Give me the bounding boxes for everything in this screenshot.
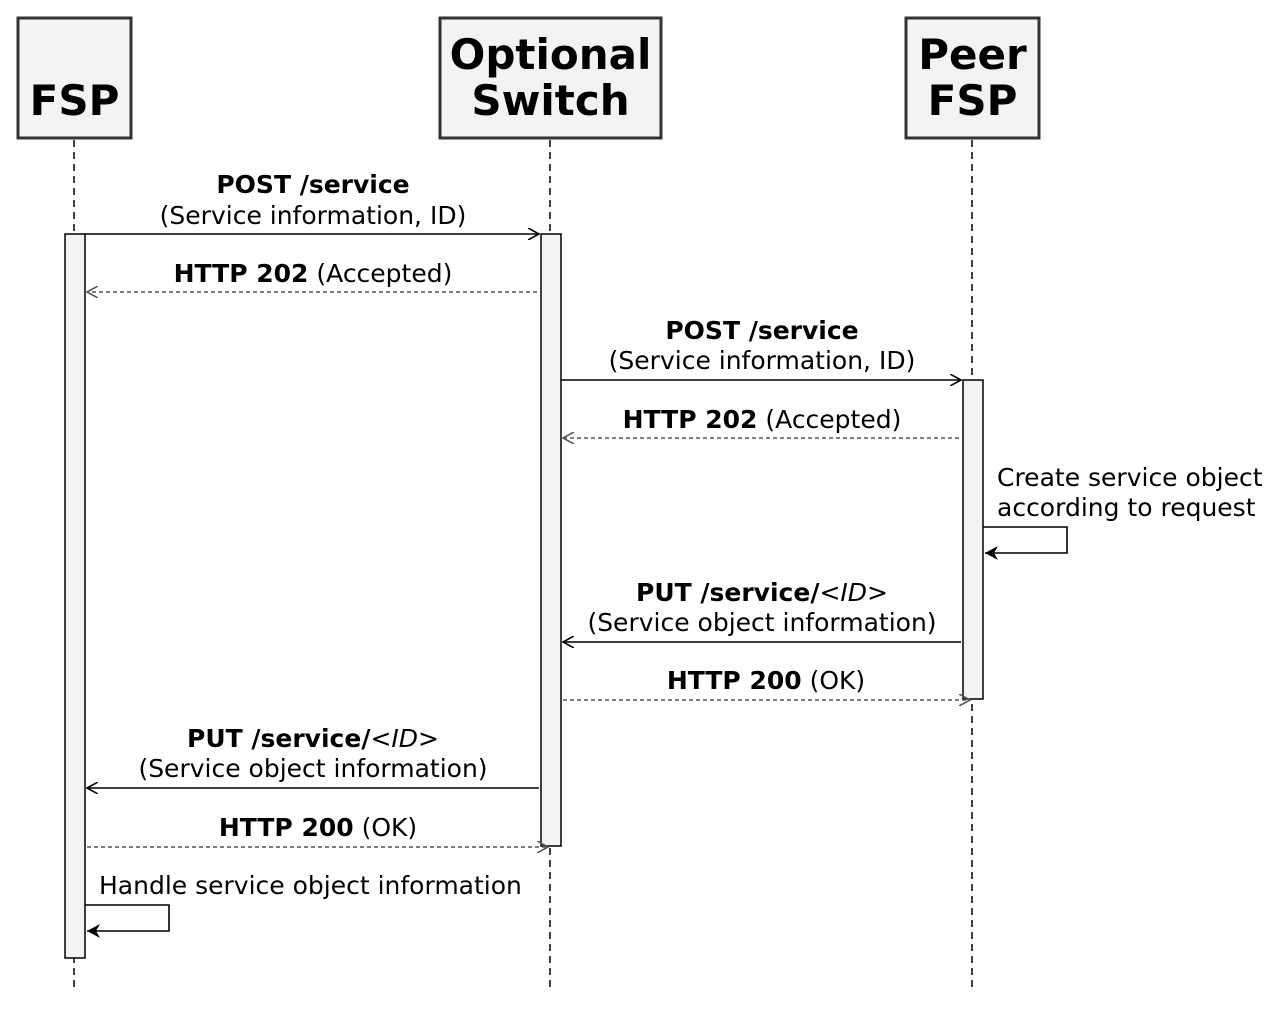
self-note-line1: Handle service object information: [99, 871, 522, 900]
message-200-to-switch: HTTP 200 (OK): [87, 813, 548, 847]
message-status-text: (Accepted): [757, 405, 901, 434]
svg-text:HTTP 200 (OK): HTTP 200 (OK): [219, 813, 417, 842]
activation-peer: [962, 379, 984, 700]
message-status: HTTP 202: [174, 259, 309, 288]
self-message-handle-object: Handle service object information: [85, 871, 522, 938]
participant-peer: Peer FSP: [904, 16, 1041, 140]
message-status-text: (OK): [802, 666, 866, 695]
activation-fsp: [64, 233, 86, 959]
self-note-line2: according to request: [997, 493, 1256, 522]
svg-text:HTTP 200 (OK): HTTP 200 (OK): [667, 666, 865, 695]
message-method: POST /service: [665, 316, 858, 345]
message-post-to-peer: POST /service (Service information, ID): [561, 316, 961, 380]
message-id-param: <ID>: [819, 578, 888, 607]
message-detail: (Service object information): [587, 608, 936, 637]
participant-fsp: FSP: [16, 16, 133, 140]
message-status: HTTP 200: [667, 666, 802, 695]
message-200-to-peer: HTTP 200 (OK): [563, 666, 970, 700]
svg-text:PUT /service/<ID>: PUT /service/<ID>: [636, 578, 888, 607]
participant-switch: Optional Switch: [438, 16, 663, 140]
message-status: HTTP 200: [219, 813, 354, 842]
message-method: POST /service: [216, 170, 409, 199]
message-method: PUT /service/: [187, 724, 371, 753]
message-status: HTTP 202: [623, 405, 758, 434]
message-post-to-switch: POST /service (Service information, ID): [85, 170, 539, 234]
participant-peer-line2: FSP: [928, 76, 1018, 125]
self-note-line1: Create service object: [997, 463, 1263, 492]
svg-text:HTTP 202 (Accepted): HTTP 202 (Accepted): [174, 259, 453, 288]
svg-text:POST /service: POST /service: [216, 170, 409, 199]
svg-text:HTTP 202 (Accepted): HTTP 202 (Accepted): [623, 405, 902, 434]
message-status-text: (Accepted): [308, 259, 452, 288]
participant-peer-line1: Peer: [918, 30, 1027, 79]
svg-text:POST /service: POST /service: [665, 316, 858, 345]
message-202-to-switch: HTTP 202 (Accepted): [563, 405, 959, 438]
message-put-to-fsp: PUT /service/<ID> (Service object inform…: [87, 724, 539, 788]
participant-switch-line2: Switch: [471, 76, 629, 125]
message-202-to-fsp: HTTP 202 (Accepted): [87, 259, 537, 292]
self-message-arrow: [983, 526, 1068, 560]
message-detail: (Service information, ID): [609, 346, 916, 375]
participant-fsp-line2: FSP: [30, 76, 120, 125]
message-method: PUT /service/: [636, 578, 820, 607]
message-detail: (Service information, ID): [160, 201, 467, 230]
message-id-param: <ID>: [370, 724, 439, 753]
message-status-text: (OK): [354, 813, 418, 842]
activation-switch: [540, 233, 562, 847]
svg-text:PUT /service/<ID>: PUT /service/<ID>: [187, 724, 439, 753]
self-message-arrow: [85, 904, 170, 938]
participant-switch-line1: Optional: [450, 30, 652, 79]
message-put-to-switch: PUT /service/<ID> (Service object inform…: [563, 578, 961, 642]
self-message-create-object: Create service object according to reque…: [983, 463, 1263, 560]
message-detail: (Service object information): [138, 754, 487, 783]
